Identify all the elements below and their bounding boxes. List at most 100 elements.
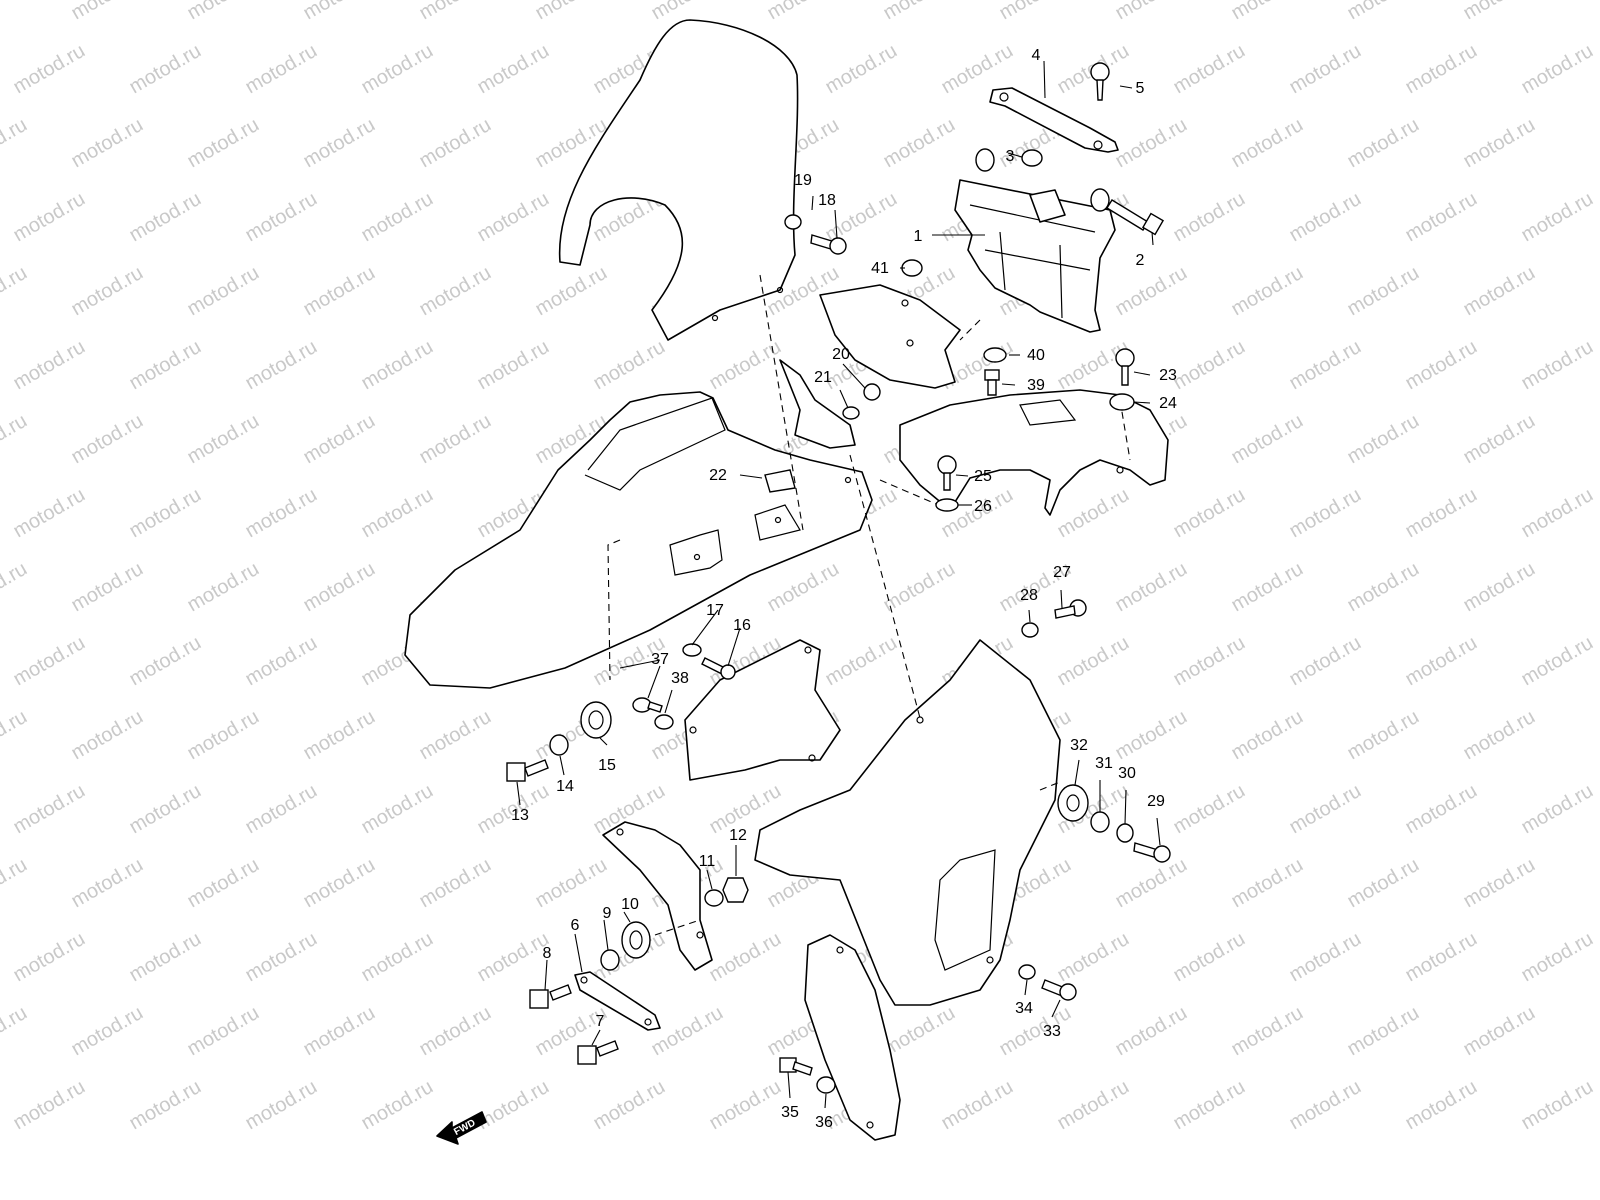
callout-31: 31 (1095, 755, 1113, 772)
watermark-text: motod.ru (474, 188, 553, 247)
watermark-text: motod.ru (474, 1076, 553, 1135)
watermark-text: motod.ru (242, 484, 321, 543)
watermark-text: motod.ru (1460, 114, 1539, 173)
watermark-text: motod.ru (184, 558, 263, 617)
watermark-text: motod.ru (1518, 484, 1597, 543)
watermark-text: motod.ru (1402, 632, 1481, 691)
watermark-text: motod.ru (68, 410, 147, 469)
callout-10: 10 (621, 896, 639, 913)
watermark-text: motod.ru (1344, 262, 1423, 321)
callout-16: 16 (733, 617, 751, 634)
watermark-text: motod.ru (1228, 706, 1307, 765)
watermark-text: motod.ru (0, 262, 31, 321)
watermark-text: motod.ru (880, 1002, 959, 1061)
watermark-text: motod.ru (1228, 1002, 1307, 1061)
watermark-text: motod.ru (1228, 114, 1307, 173)
watermark-text: motod.ru (1518, 928, 1597, 987)
watermark-text: motod.ru (10, 188, 89, 247)
watermark-text: motod.ru (1170, 336, 1249, 395)
watermark-text: motod.ru (1402, 484, 1481, 543)
watermark-text: motod.ru (416, 114, 495, 173)
watermark-text: motod.ru (880, 114, 959, 173)
watermark-text: motod.ru (1286, 188, 1365, 247)
callout-40: 40 (1027, 347, 1045, 364)
watermark-text: motod.ru (416, 262, 495, 321)
watermark-text: motod.ru (764, 558, 843, 617)
watermark-text: motod.ru (10, 336, 89, 395)
watermark-text: motod.ru (1228, 854, 1307, 913)
watermark-text: motod.ru (0, 410, 31, 469)
callout-9: 9 (603, 905, 612, 922)
watermark-text: motod.ru (822, 40, 901, 99)
watermark-text: motod.ru (1460, 706, 1539, 765)
callout-41: 41 (871, 260, 889, 277)
watermark-text: motod.ru (416, 706, 495, 765)
watermark-text: motod.ru (300, 558, 379, 617)
watermark-text: motod.ru (416, 0, 495, 24)
callout-30: 30 (1118, 765, 1136, 782)
callout-11: 11 (699, 853, 716, 870)
watermark-text: motod.ru (10, 40, 89, 99)
watermark-text: motod.ru (532, 854, 611, 913)
watermark-text: motod.ru (1170, 484, 1249, 543)
watermark-text: motod.ru (1286, 632, 1365, 691)
watermark-text: motod.ru (1228, 410, 1307, 469)
callout-7: 7 (596, 1013, 605, 1030)
watermark-text: motod.ru (242, 40, 321, 99)
watermark-text: motod.ru (358, 1076, 437, 1135)
watermark-text: motod.ru (68, 1002, 147, 1061)
watermark-text: motod.ru (416, 854, 495, 913)
watermark-text: motod.ru (1228, 558, 1307, 617)
callout-28: 28 (1020, 587, 1038, 604)
inner-cover-right (899, 389, 1169, 516)
watermark-text: motod.ru (68, 262, 147, 321)
watermark-text: motod.ru (1518, 1076, 1597, 1135)
watermark-text: motod.ru (1112, 854, 1191, 913)
watermark-text: motod.ru (648, 1002, 727, 1061)
watermark-text: motod.ru (1402, 780, 1481, 839)
watermark-text: motod.ru (300, 0, 379, 24)
inner-panel-left (684, 639, 841, 781)
watermark-text: motod.ru (590, 1076, 669, 1135)
watermark-text: motod.ru (1402, 188, 1481, 247)
callout-35: 35 (781, 1104, 799, 1121)
stay-bar (574, 971, 661, 1031)
watermark-text: motod.ru (1460, 410, 1539, 469)
watermark-text: motod.ru (1170, 40, 1249, 99)
watermark-text: motod.ru (300, 262, 379, 321)
watermark-text: motod.ru (1460, 262, 1539, 321)
watermark-text: motod.ru (358, 484, 437, 543)
watermark-text: motod.ru (590, 336, 669, 395)
watermark-text: motod.ru (242, 632, 321, 691)
watermark-text: motod.ru (1344, 854, 1423, 913)
callout-39: 39 (1027, 377, 1045, 394)
watermark-text: motod.ru (0, 114, 31, 173)
watermark-text: motod.ru (532, 262, 611, 321)
watermark-text: motod.ru (1402, 1076, 1481, 1135)
watermark-text: motod.ru (242, 928, 321, 987)
watermark-text: motod.ru (1228, 0, 1307, 24)
watermark-text: motod.ru (300, 410, 379, 469)
watermark-text: motod.ru (1286, 780, 1365, 839)
watermark-text: motod.ru (184, 410, 263, 469)
watermark-text: motod.ru (706, 1076, 785, 1135)
watermark-text: motod.ru (880, 558, 959, 617)
watermark-text: motod.ru (0, 706, 31, 765)
watermark-text: motod.ru (358, 928, 437, 987)
watermark-text: motod.ru (1402, 928, 1481, 987)
watermark-text: motod.ru (300, 1002, 379, 1061)
watermark-text: motod.ru (184, 1002, 263, 1061)
watermark-text: motod.ru (1460, 558, 1539, 617)
watermark-text: motod.ru (1286, 484, 1365, 543)
windscreen (558, 19, 799, 341)
watermark-text: motod.ru (184, 0, 263, 24)
watermark-text: motod.ru (0, 1002, 31, 1061)
watermark-text: motod.ru (126, 1076, 205, 1135)
callout-14: 14 (556, 778, 574, 795)
watermark-text: motod.ru (1460, 0, 1539, 24)
callout-23: 23 (1159, 367, 1177, 384)
watermark-text: motod.ru (996, 1002, 1075, 1061)
watermark-text: motod.ru (1170, 928, 1249, 987)
watermark-text: motod.ru (706, 336, 785, 395)
